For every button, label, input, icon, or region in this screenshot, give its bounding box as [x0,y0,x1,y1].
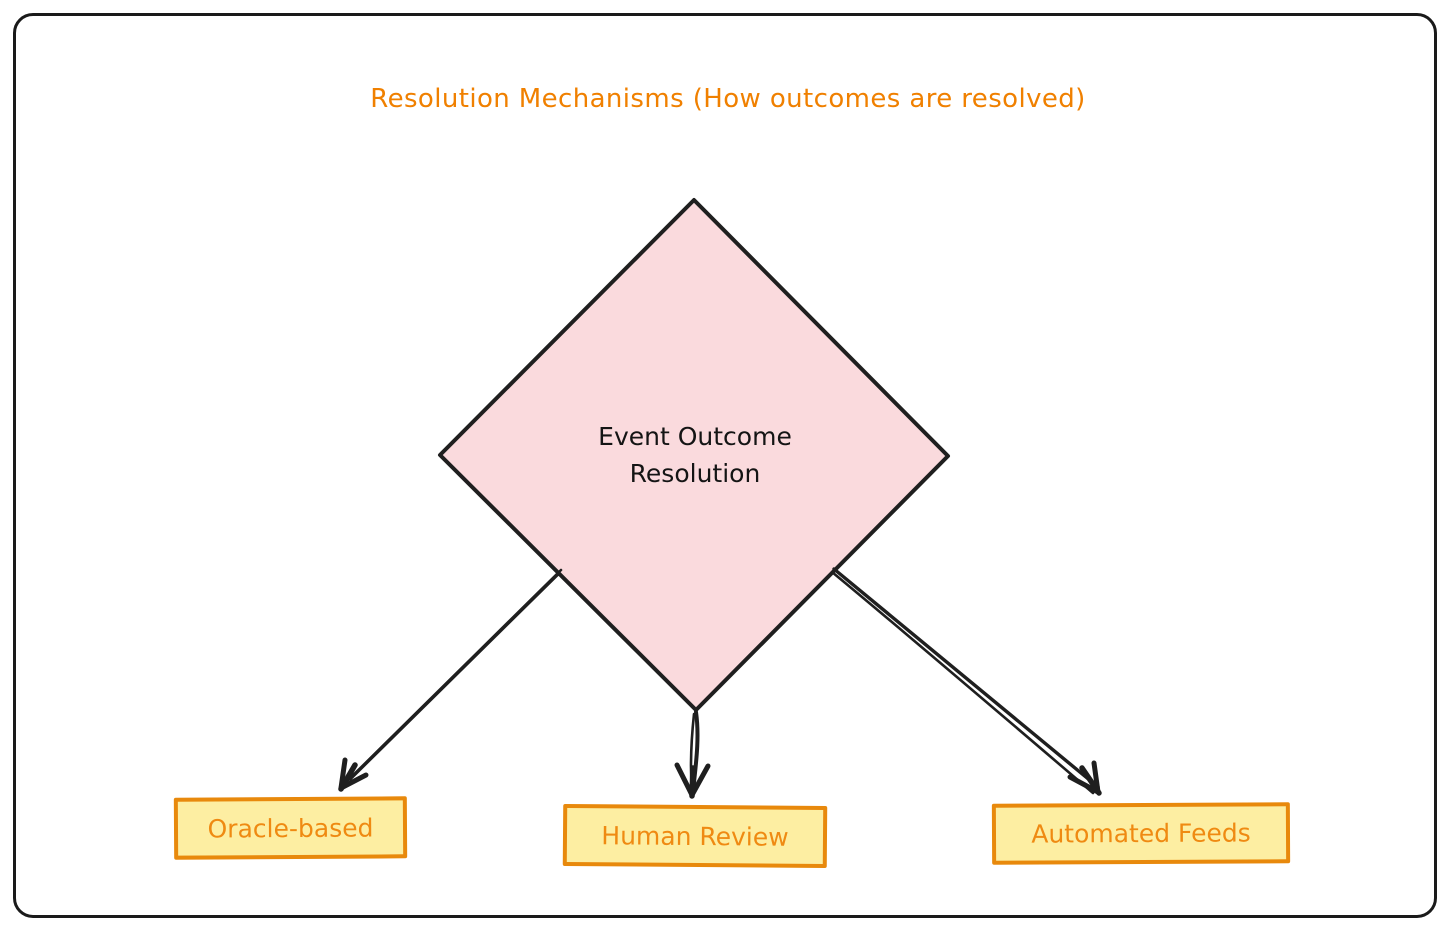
decision-node-label: Event Outcome Resolution [540,418,850,492]
decision-node-label-line1: Event Outcome [598,422,792,451]
outcome-node-label: Human Review [601,820,789,852]
decision-node-label-line2: Resolution [629,459,761,488]
outcome-node-automated-feeds[interactable]: Automated Feeds [991,802,1291,865]
outcome-node-label: Oracle-based [207,812,374,844]
diagram-title: Resolution Mechanisms (How outcomes are … [370,84,1086,114]
outcome-node-oracle-based[interactable]: Oracle-based [173,796,408,860]
outcome-node-label: Automated Feeds [1031,818,1251,849]
outcome-node-human-review[interactable]: Human Review [562,803,828,869]
